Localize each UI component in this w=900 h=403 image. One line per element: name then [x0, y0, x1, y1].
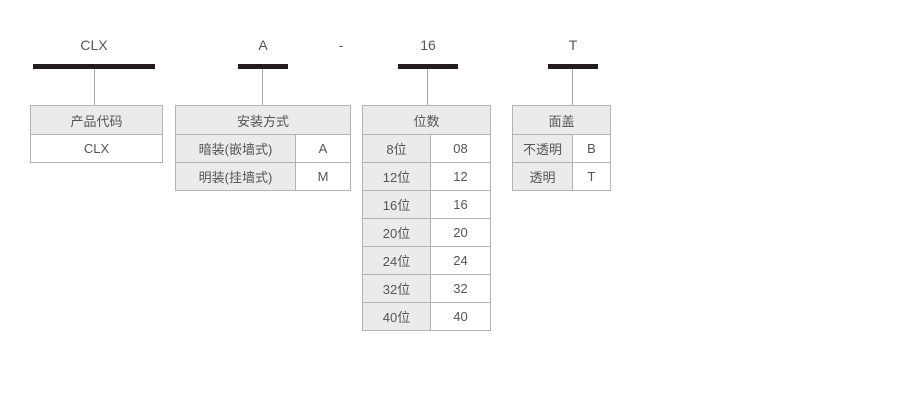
table-row-header: 产品代码	[30, 105, 163, 135]
table-cell-name: 明装(挂墙式)	[175, 162, 296, 191]
table-product-code: 产品代码 CLX	[30, 105, 163, 163]
table-cell-name: 20位	[362, 218, 431, 247]
table-cell-name: 不透明	[512, 134, 573, 163]
code-label-positions: 16	[420, 37, 436, 53]
table-row: 暗装(嵌墙式) A	[175, 134, 352, 163]
connector-cover	[572, 69, 573, 105]
connector-mounting	[262, 69, 263, 105]
code-separator-hyphen: -	[338, 37, 344, 53]
table-row: 不透明 B	[512, 134, 612, 163]
table-cell-name: 暗装(嵌墙式)	[175, 134, 296, 163]
table-cell-value: 16	[429, 190, 492, 219]
table-header-cell: 产品代码	[30, 105, 163, 135]
table-header-cell: 位数	[361, 105, 492, 135]
table-row: 8位 08	[362, 134, 492, 163]
table-row-header: 安装方式	[174, 105, 352, 135]
table-header-cell: 安装方式	[174, 105, 352, 135]
code-bar-product	[33, 64, 155, 69]
connector-product	[94, 69, 95, 105]
code-bar-positions	[398, 64, 458, 69]
table-mounting-method: 安装方式 暗装(嵌墙式) A 明装(挂墙式) M	[174, 105, 352, 191]
table-positions: 位数 8位 08 12位 12 16位 16 20位 20 24位 24	[361, 105, 492, 331]
table-row: 16位 16	[362, 190, 492, 219]
code-label-product: CLX	[80, 37, 108, 53]
table-row: 透明 T	[512, 162, 612, 191]
table-row: 明装(挂墙式) M	[175, 162, 352, 191]
table-cell-name: 24位	[362, 246, 431, 275]
table-cell-name: 12位	[362, 162, 431, 191]
table-row: 20位 20	[362, 218, 492, 247]
table-cell-value: 40	[429, 302, 492, 331]
table-cell-value: 08	[429, 134, 492, 163]
code-bar-cover	[548, 64, 598, 69]
table-cell-value: 20	[429, 218, 492, 247]
table-cell-value: M	[294, 162, 352, 191]
table-row: 12位 12	[362, 162, 492, 191]
table-row: 40位 40	[362, 302, 492, 331]
table-cover: 面盖 不透明 B 透明 T	[511, 105, 612, 191]
table-row: CLX	[30, 134, 163, 163]
code-bar-mounting	[238, 64, 288, 69]
code-label-cover: T	[568, 37, 578, 53]
table-row-header: 位数	[361, 105, 492, 135]
table-cell-value: 24	[429, 246, 492, 275]
table-header-cell: 面盖	[511, 105, 612, 135]
table-cell-name: 16位	[362, 190, 431, 219]
connector-positions	[427, 69, 428, 105]
table-cell-value: 12	[429, 162, 492, 191]
table-cell-value: A	[294, 134, 352, 163]
table-cell-name: 32位	[362, 274, 431, 303]
table-cell-value: T	[571, 162, 612, 191]
table-row: 32位 32	[362, 274, 492, 303]
table-row-header: 面盖	[511, 105, 612, 135]
table-cell-name: 透明	[512, 162, 573, 191]
table-row: 24位 24	[362, 246, 492, 275]
table-cell-name: CLX	[30, 134, 163, 163]
code-label-mounting: A	[258, 37, 268, 53]
table-cell-name: 40位	[362, 302, 431, 331]
table-cell-name: 8位	[362, 134, 431, 163]
table-cell-value: B	[571, 134, 612, 163]
table-cell-value: 32	[429, 274, 492, 303]
